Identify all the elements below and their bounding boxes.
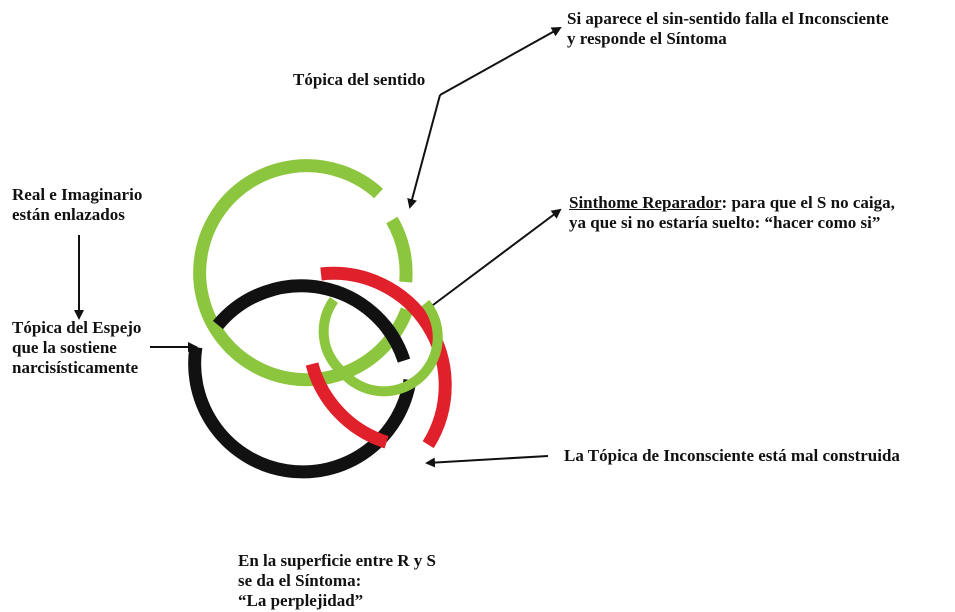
simbolico-ring bbox=[320, 266, 452, 449]
label-sinsentido-line1: Si aparece el sin-sentido falla el Incon… bbox=[567, 9, 889, 28]
label-sinsentido: Si aparece el sin-sentido falla el Incon… bbox=[567, 9, 889, 49]
label-superficie: En la superficie entre R y S se da el Sí… bbox=[238, 551, 436, 611]
label-sinthome-rest: : para que el S no caiga, bbox=[721, 193, 895, 212]
arrow-sinsentido bbox=[439, 27, 562, 96]
simbolico-ring-segment bbox=[305, 362, 389, 449]
label-superficie-line1: En la superficie entre R y S bbox=[238, 551, 437, 570]
label-topica-sentido: Tópica del sentido bbox=[293, 70, 426, 89]
arrow-topica-sentido bbox=[407, 94, 441, 209]
label-sinthome: Sinthome Reparador: para que el S no cai… bbox=[569, 193, 895, 233]
label-superficie-line2: se da el Síntoma: bbox=[238, 571, 362, 590]
arrow-sinthome bbox=[432, 208, 562, 306]
label-topica-espejo-line2: que la sostiene bbox=[12, 338, 117, 357]
label-real-imaginario-line2: están enlazados bbox=[12, 205, 125, 224]
imaginario-ring bbox=[193, 159, 414, 387]
arrow-topica-inconsciente bbox=[425, 455, 549, 468]
label-sinsentido-line2: y responde el Síntoma bbox=[567, 29, 727, 48]
label-sinthome-title: Sinthome Reparador bbox=[569, 193, 722, 212]
sinthome-ring bbox=[338, 299, 443, 397]
label-superficie-line3: “La perplejidad” bbox=[238, 591, 364, 610]
label-topica-espejo-line3: narcisísticamente bbox=[12, 358, 139, 377]
label-topica-espejo-line1: Tópica del Espejo bbox=[12, 318, 142, 337]
label-topica-espejo: Tópica del Espejo que la sostiene narcis… bbox=[12, 318, 141, 378]
label-real-imaginario-line1: Real e Imaginario bbox=[12, 185, 143, 204]
real-ring-segment bbox=[212, 279, 411, 363]
label-topica-inconsciente: La Tópica de Inconsciente está mal const… bbox=[564, 446, 900, 465]
real-ring bbox=[188, 346, 417, 479]
imaginario-ring-segment bbox=[386, 216, 413, 283]
sinthome-ring-segment bbox=[318, 297, 346, 376]
label-real-imaginario: Real e Imaginario están enlazados bbox=[12, 185, 142, 225]
label-sinthome-line1: Sinthome Reparador: para que el S no cai… bbox=[569, 193, 895, 213]
label-sinthome-line2: ya que si no estaría suelto: “hacer como… bbox=[569, 213, 881, 232]
